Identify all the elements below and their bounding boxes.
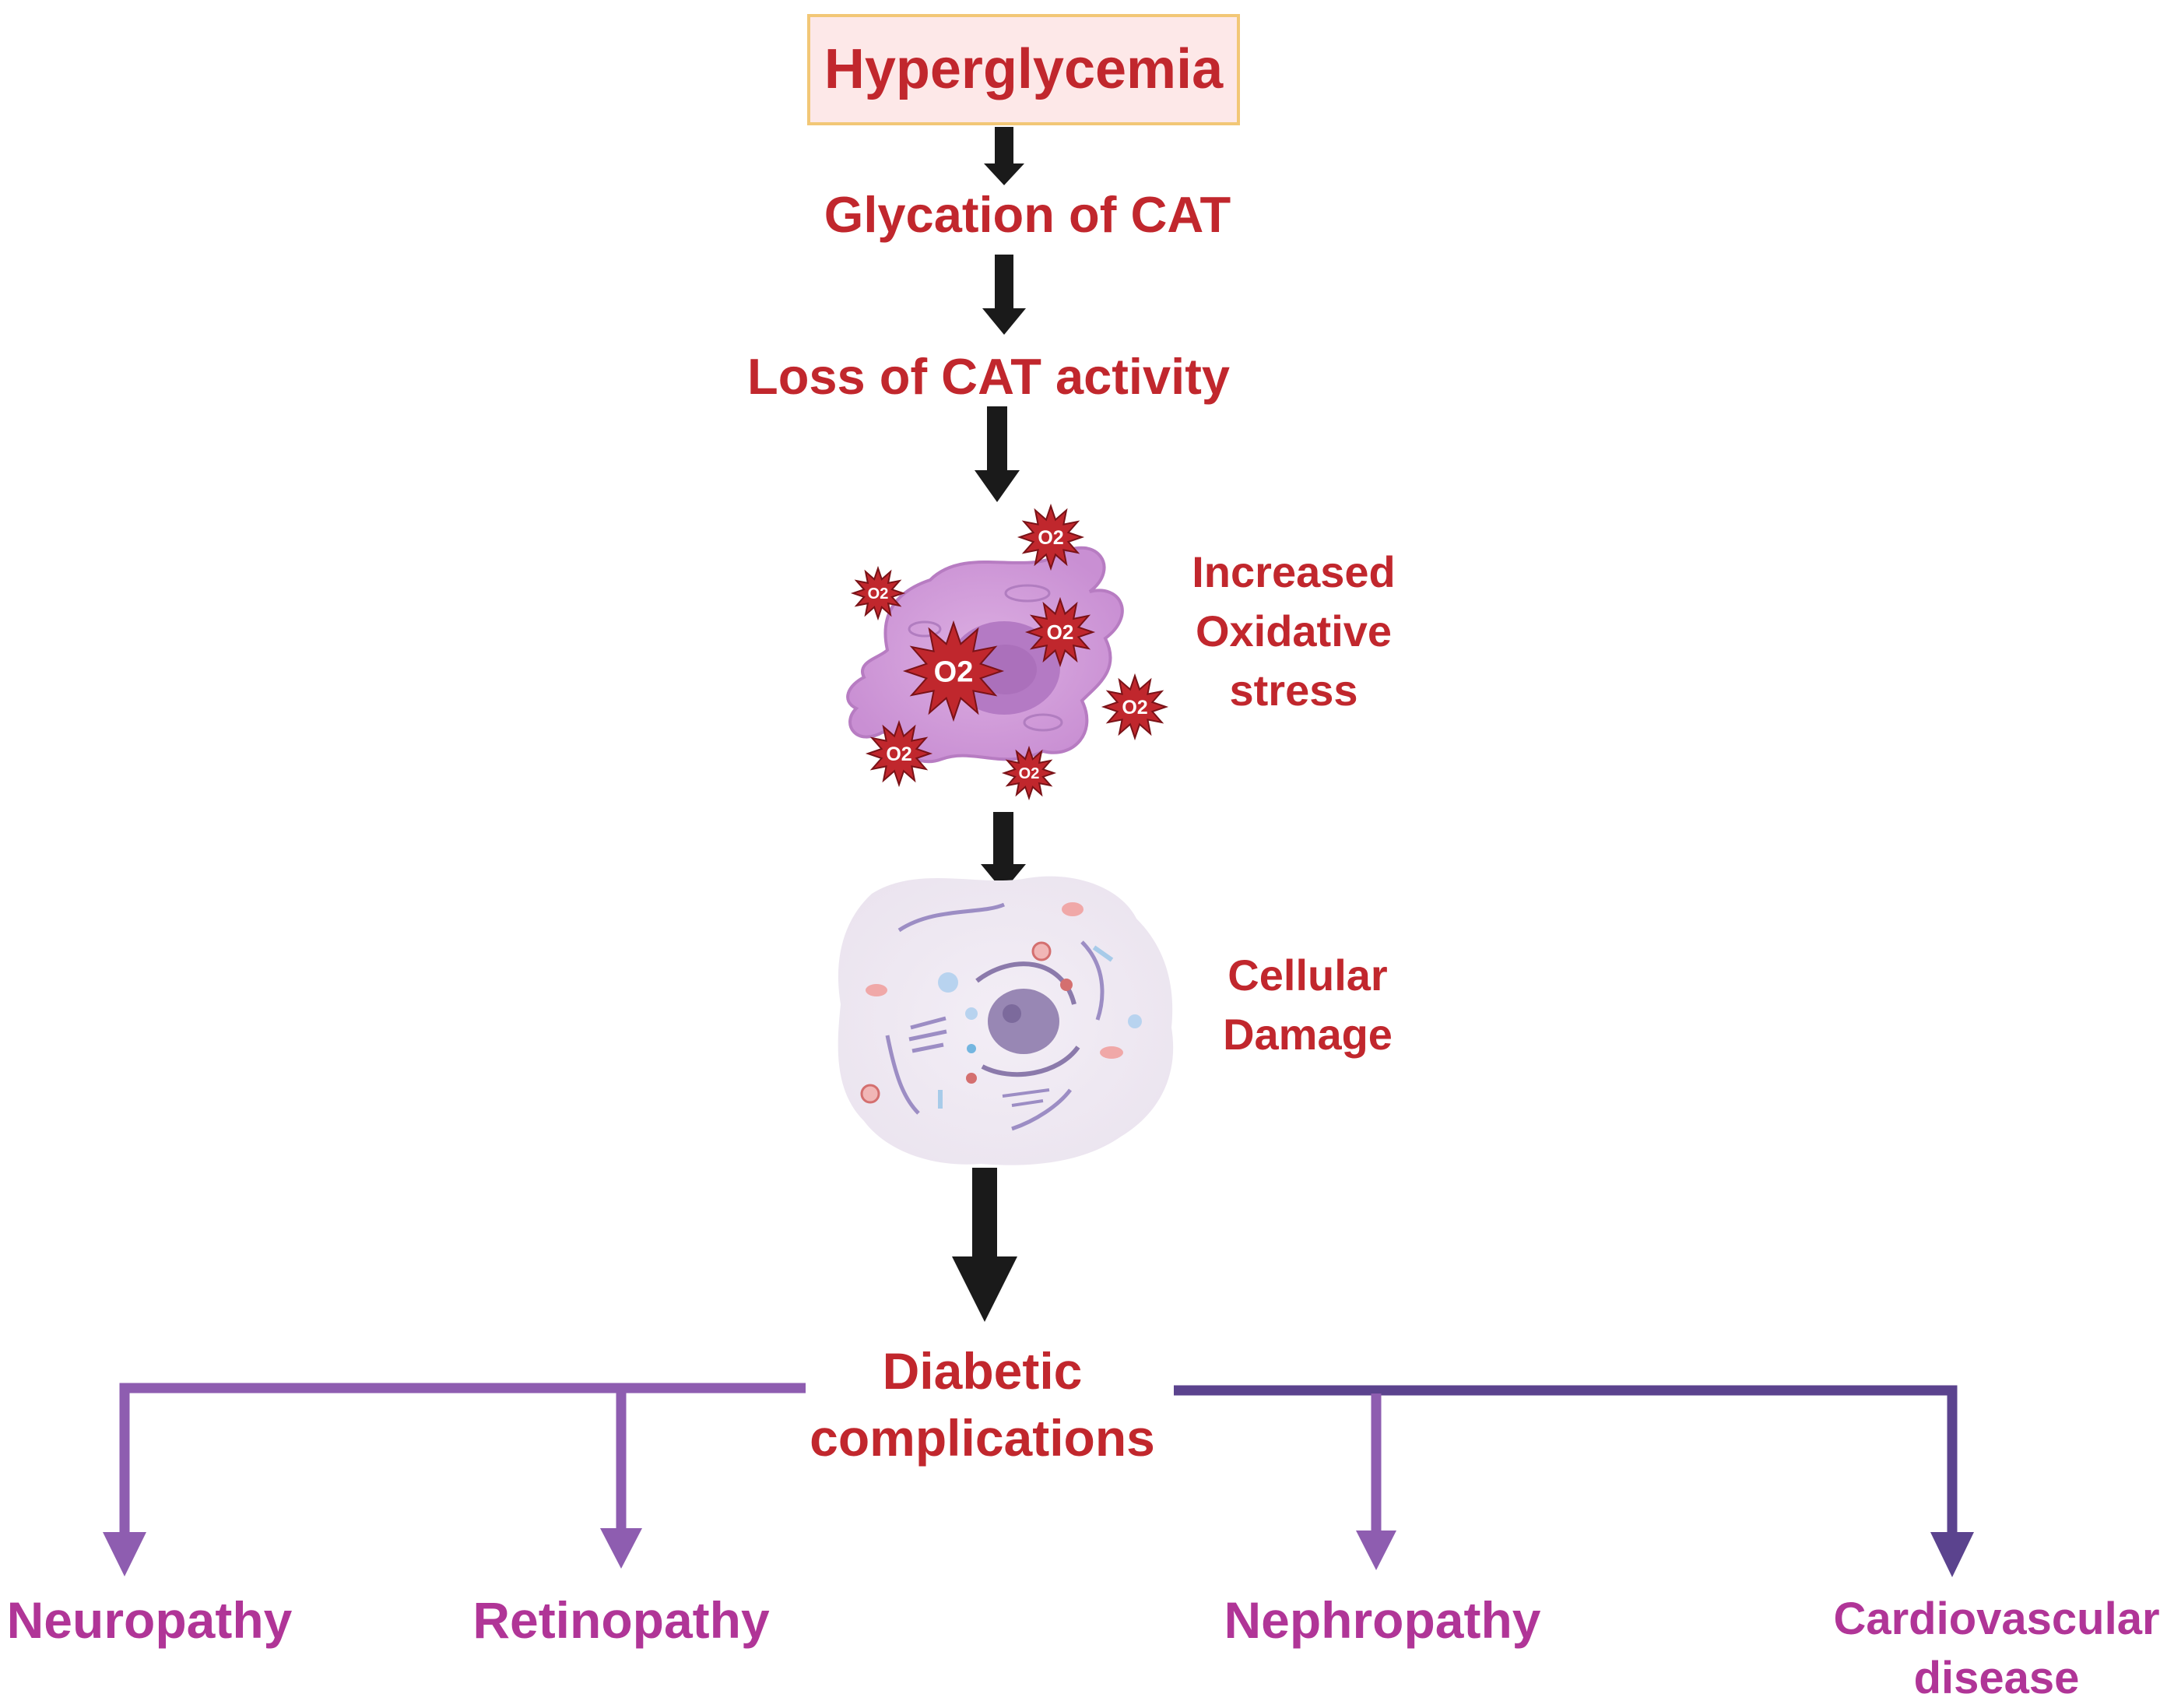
ros-star-label: O2 — [1038, 527, 1063, 549]
cardio-arrowhead — [1930, 1532, 1974, 1577]
ros-star-icon: O2 — [1101, 673, 1169, 741]
arrow-damage-to-complications — [952, 1168, 1017, 1322]
branch-right — [1174, 1385, 1958, 1540]
retinopathy-arrowhead — [600, 1528, 642, 1569]
complications-line-1: Diabetic — [882, 1342, 1083, 1400]
cardiovascular-disease-label: Cardiovascular disease — [1833, 1590, 2159, 1708]
oxidative-line-3: stress — [1229, 666, 1358, 715]
diabetic-complications-label: Diabetic complications — [810, 1337, 1155, 1471]
ros-star-icon: O2 — [865, 719, 933, 788]
ros-star-label: O2 — [868, 585, 889, 603]
nephropathy-arrowhead — [1356, 1531, 1396, 1570]
neuropathy-arrowhead — [103, 1532, 146, 1576]
ros-star-icon: O2 — [1017, 503, 1085, 571]
arrow-glycation-to-loss — [982, 255, 1026, 335]
arrow-oxidative-to-damage — [981, 812, 1026, 891]
cardio-line-2: disease — [1913, 1653, 2080, 1703]
ros-star-label: O2 — [1047, 620, 1074, 644]
ros-star-icon: O2 — [850, 565, 906, 621]
ros-star-label: O2 — [886, 743, 911, 765]
ros-star-label: O2 — [1019, 765, 1040, 782]
cellular-damage-illustration — [838, 876, 1174, 1165]
oxidative-line-2: Oxidative — [1195, 606, 1393, 655]
arrow-hyperglycemia-to-glycation — [984, 127, 1024, 185]
cellular-damage-label: Cellular Damage — [1223, 946, 1393, 1064]
oxidative-line-1: Increased — [1192, 547, 1396, 596]
cellular-line-1: Cellular — [1228, 951, 1388, 1000]
branch-left — [119, 1383, 806, 1540]
oxidative-stress-label: Increased Oxidative stress — [1192, 543, 1396, 720]
cellular-line-2: Damage — [1223, 1010, 1393, 1059]
retinopathy-label: Retinopathy — [472, 1591, 770, 1649]
ros-star-icon: O2 — [1024, 596, 1096, 668]
ros-star-label: O2 — [934, 656, 974, 689]
ros-star-icon: O2 — [902, 620, 1005, 722]
hyperglycemia-label: Hyperglycemia — [824, 38, 1224, 100]
neuropathy-label: Neuropathy — [6, 1591, 293, 1649]
arrow-loss-to-oxidative — [975, 406, 1020, 502]
cardio-line-1: Cardiovascular — [1833, 1594, 2160, 1644]
ros-star-label: O2 — [1122, 697, 1147, 719]
glycation-label: Glycation of CAT — [824, 186, 1231, 243]
complications-line-2: complications — [810, 1409, 1155, 1467]
loss-activity-label: Loss of CAT activity — [746, 348, 1231, 405]
hyperglycemia-box: Hyperglycemia — [807, 14, 1240, 125]
nephropathy-label: Nephropathy — [1224, 1591, 1541, 1649]
ros-star-icon: O2 — [1001, 745, 1057, 801]
